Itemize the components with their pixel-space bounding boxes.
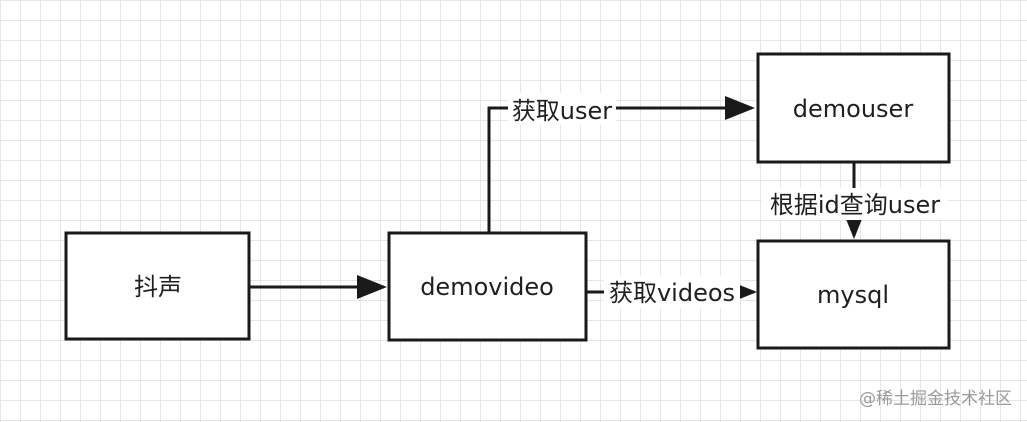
edge-label-query-user: 根据id查询user — [762, 188, 948, 220]
node-douyin-label: 抖声 — [134, 273, 182, 301]
edge-label-get-user: 获取user — [508, 93, 616, 125]
edge-demovideo-to-demouser — [487, 96, 755, 233]
node-douyin: 抖声 — [64, 231, 251, 341]
node-demouser: demouser — [756, 52, 951, 164]
node-demouser-label: demouser — [793, 95, 914, 123]
node-mysql-label: mysql — [817, 281, 889, 309]
node-demovideo-label: demovideo — [420, 273, 554, 301]
edge-label-query-user-text: 根据id查询user — [770, 191, 940, 219]
node-demovideo: demovideo — [387, 231, 588, 342]
node-mysql: mysql — [756, 239, 951, 350]
edge-label-get-videos: 获取videos — [604, 276, 740, 308]
edge-label-get-user-text: 获取user — [512, 97, 612, 125]
watermark: @稀土掘金技术社区 — [859, 389, 1012, 409]
edge-label-get-videos-text: 获取videos — [609, 279, 735, 307]
